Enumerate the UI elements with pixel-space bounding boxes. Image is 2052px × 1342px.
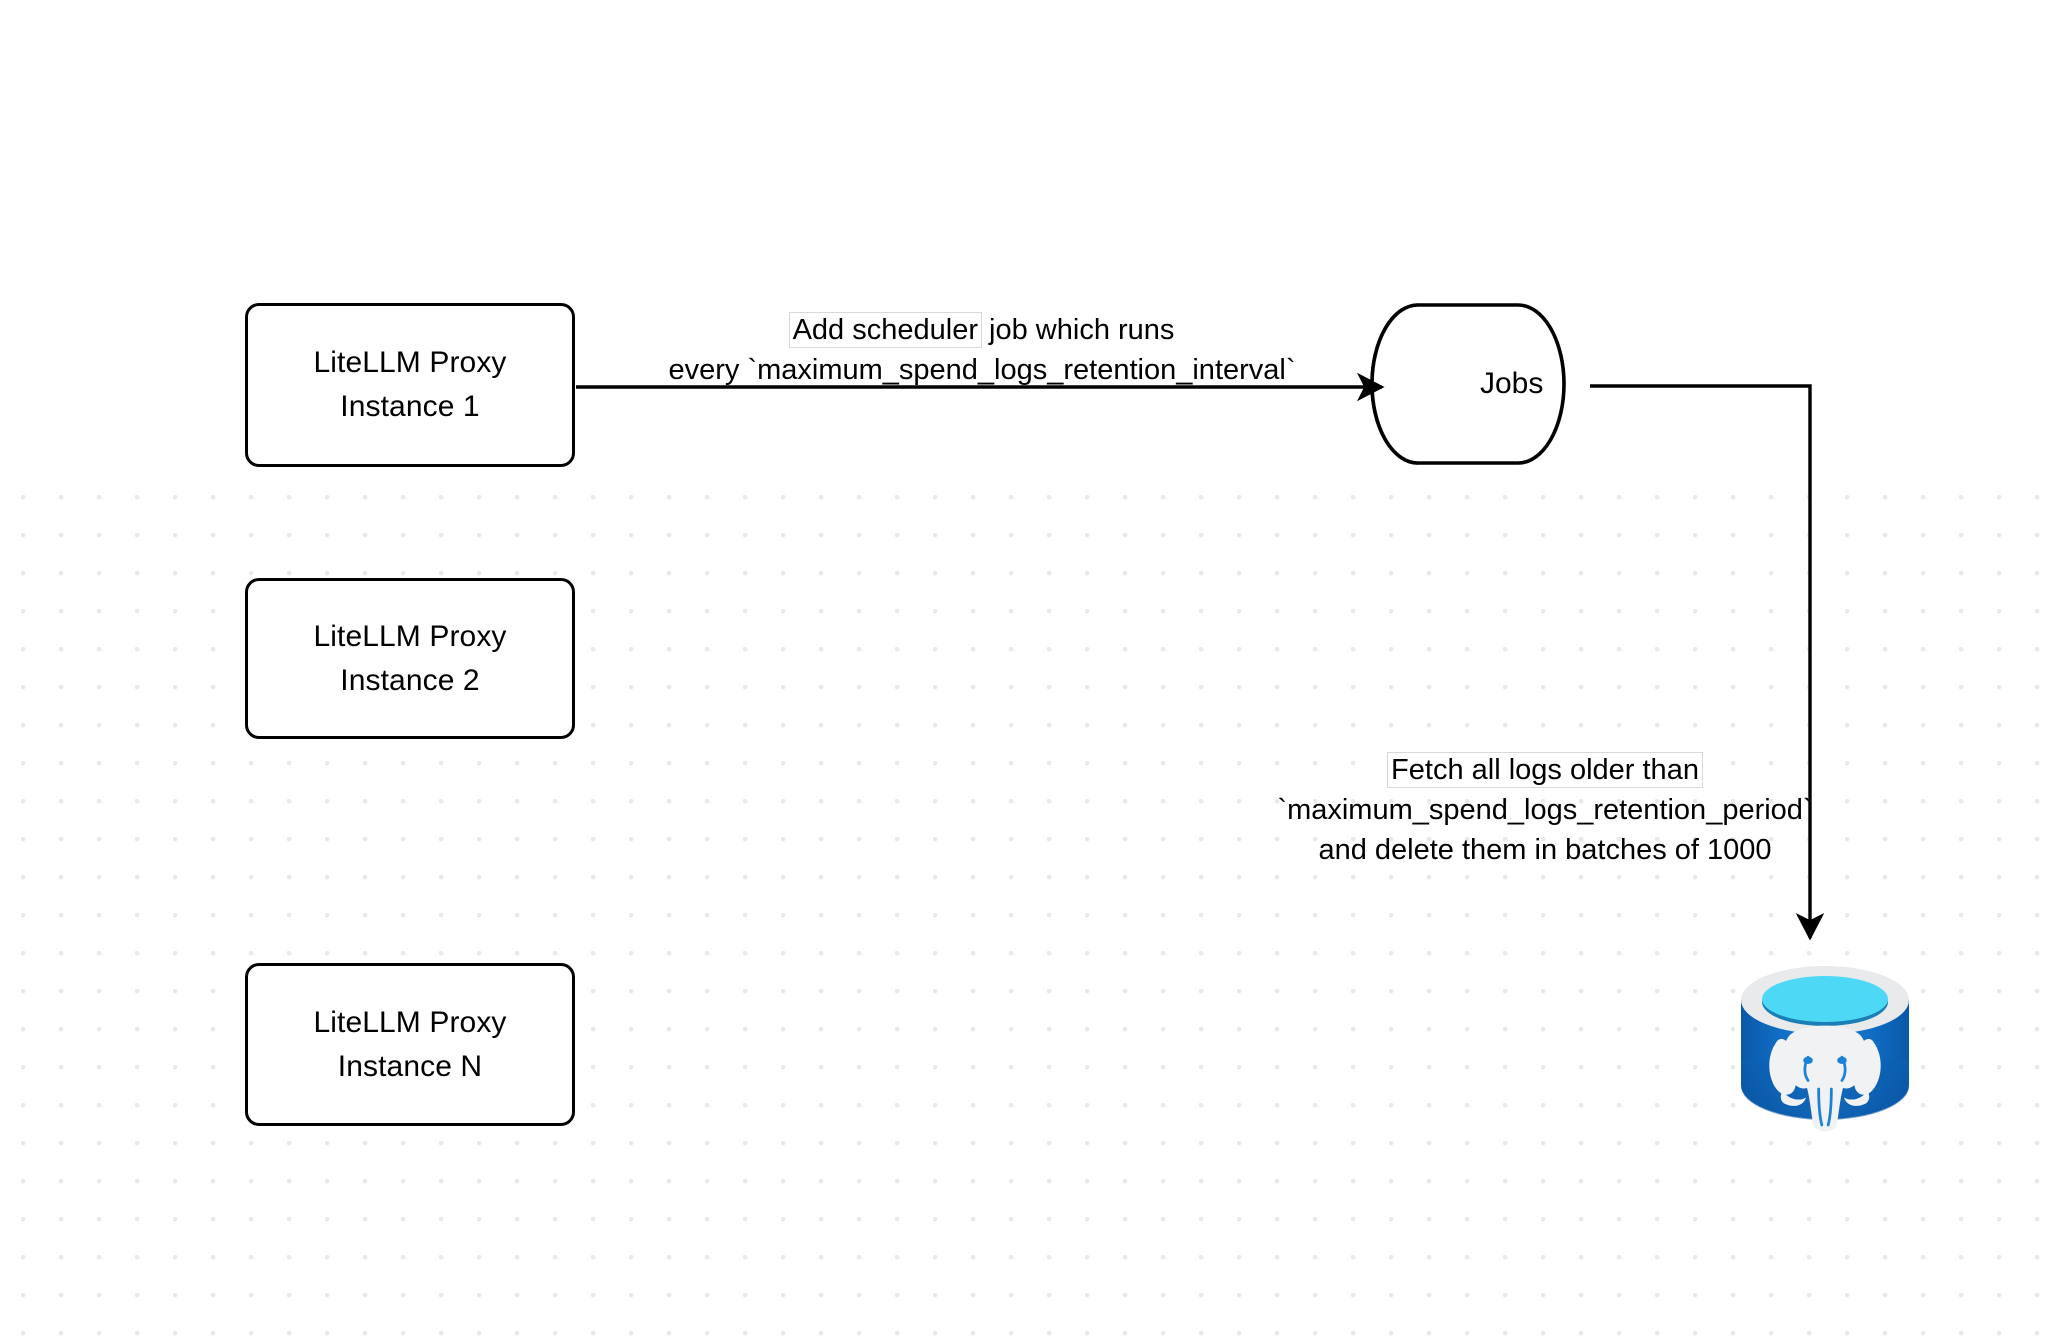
node-proxy-instance-1-line1: LiteLLM Proxy — [313, 346, 507, 379]
node-proxy-instance-n-line1: LiteLLM Proxy — [313, 1005, 507, 1039]
edge-label-jobs-to-postgres: Fetch all logs older than `maximum_spend… — [1245, 750, 1845, 870]
postgres-database-icon — [1741, 966, 1909, 1132]
node-proxy-instance-2[interactable]: LiteLLM Proxy Instance 2 — [245, 578, 575, 739]
edge-label-2-line-3: and delete them in batches of 1000 — [1318, 834, 1772, 866]
node-proxy-instance-n[interactable]: LiteLLM Proxy Instance N — [245, 963, 575, 1126]
edge-label-line-1-rest: job which runs — [980, 314, 1175, 346]
edge-label-line-1: Add scheduler job which runs — [612, 310, 1352, 350]
edge-label-2-line-2: `maximum_spend_logs_retention_period` — [1277, 794, 1813, 826]
node-proxy-instance-n-line2: Instance N — [337, 1049, 483, 1083]
edge-label-highlight: Add scheduler — [789, 313, 981, 347]
node-proxy-instance-1[interactable]: LiteLLM Proxy Instance 1 — [245, 303, 575, 467]
node-proxy-instance-2-line2: Instance 2 — [340, 663, 480, 697]
edge-label-2-highlight: Fetch all logs older than — [1388, 753, 1702, 787]
node-proxy-instance-1-line2: Instance 1 — [340, 390, 480, 423]
edge-label-line-2: every `maximum_spend_logs_retention_inte… — [668, 354, 1296, 386]
node-jobs-label: Jobs — [1480, 367, 1544, 400]
edge-label-proxy1-to-jobs: Add scheduler job which runs every `maxi… — [612, 310, 1352, 390]
jobs-cylinder-shape — [1370, 303, 1566, 465]
node-proxy-instance-2-line1: LiteLLM Proxy — [313, 619, 507, 653]
connector-jobs-to-postgres — [1590, 384, 1825, 941]
edge-label-2-line-1: Fetch all logs older than — [1245, 750, 1845, 790]
